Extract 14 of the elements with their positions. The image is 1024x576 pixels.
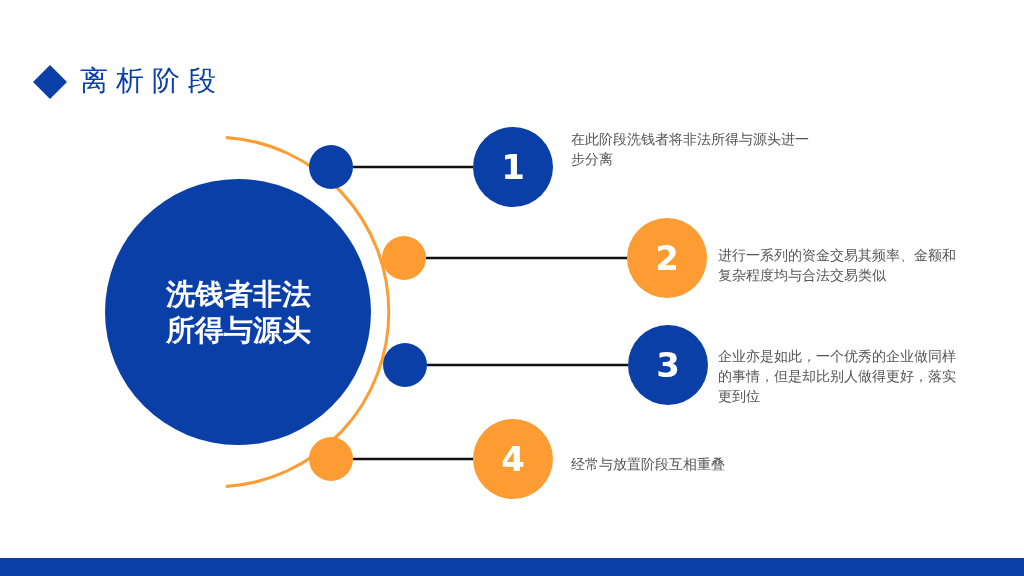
connector-line	[426, 256, 627, 260]
dot-circle	[382, 236, 426, 280]
description-text: 企业亦是如此，一个优秀的企业做同样的事情，但是却比别人做得更好，落实更到位	[718, 347, 957, 406]
dot-circle	[383, 343, 427, 387]
dot-circle	[309, 437, 353, 481]
description-text: 进行一系列的资金交易其频率、金额和复杂程度均与合法交易类似	[718, 246, 957, 285]
connector-line	[353, 165, 473, 169]
description-text: 在此阶段洗钱者将非法所得与源头进一步分离	[571, 130, 810, 169]
connector-line	[427, 363, 628, 367]
dot-circle	[309, 145, 353, 189]
description-text: 经常与放置阶段互相重叠	[571, 455, 726, 474]
slide-title: 离析阶段	[80, 63, 224, 99]
connector-line	[353, 457, 473, 461]
topic-circle: 洗钱者非法所得与源头	[105, 179, 371, 445]
